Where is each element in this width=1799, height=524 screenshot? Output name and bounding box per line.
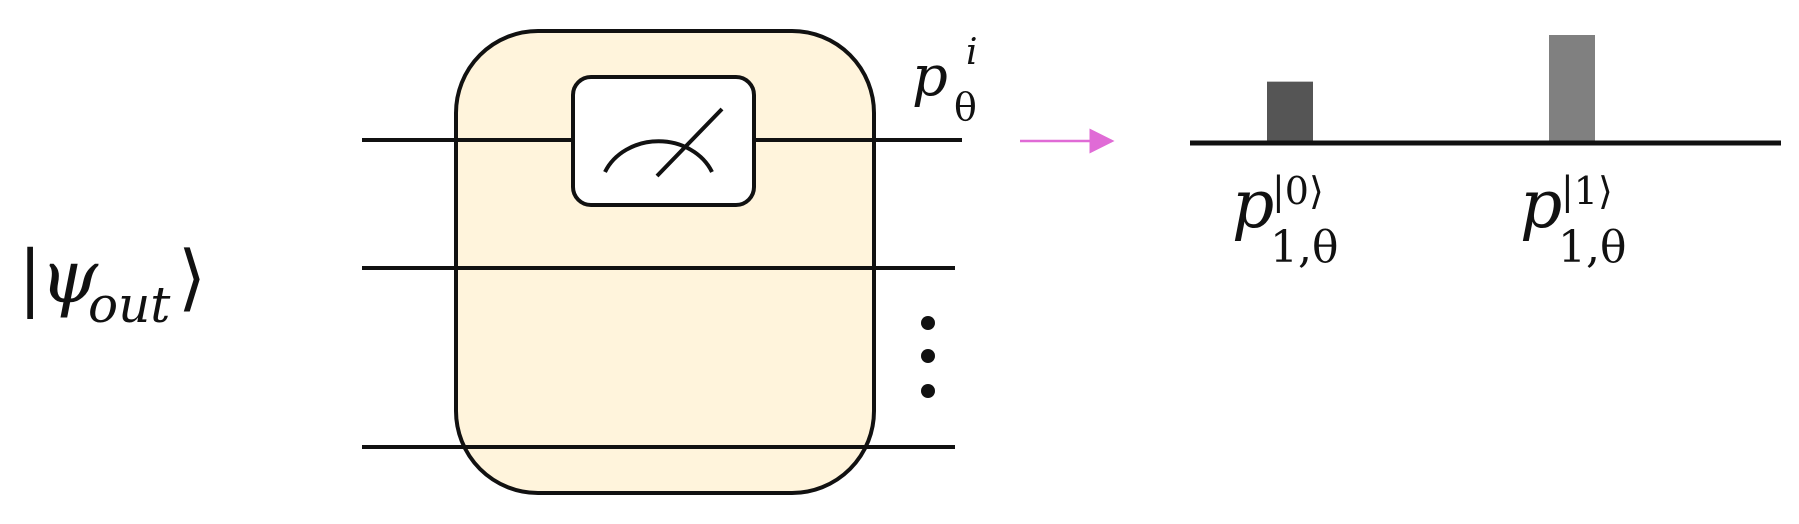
- bar-label-1-superscript: |1⟩: [1561, 169, 1613, 213]
- output-label-symbol: p: [912, 44, 948, 109]
- bar-0: [1267, 81, 1313, 141]
- measurement-meter-icon: [571, 75, 756, 207]
- output-label-subscript: θ: [954, 85, 977, 129]
- bar-label-0: p |0⟩ 1,θ: [1232, 166, 1338, 273]
- bar-label-1-symbol: p: [1520, 166, 1562, 243]
- measurement-block: [454, 29, 876, 495]
- bar-label-0-superscript: |0⟩: [1272, 169, 1324, 213]
- input-state-subscript: out: [88, 276, 171, 334]
- bar-label-1: p |1⟩ 1,θ: [1520, 166, 1626, 273]
- input-state-label: | ψ out ⟩: [18, 234, 206, 334]
- output-label-superscript: i: [966, 32, 978, 73]
- input-state-psi: ψ: [40, 234, 99, 320]
- bar-label-1-subscript: 1,θ: [1558, 222, 1626, 273]
- bar-1: [1549, 35, 1595, 141]
- probability-bar-chart: [1190, 35, 1781, 146]
- bar-label-0-subscript: 1,θ: [1270, 222, 1338, 273]
- input-state-bra: |: [18, 235, 42, 319]
- bar-label-0-symbol: p: [1232, 166, 1274, 243]
- output-probability-label: p i θ: [912, 32, 978, 129]
- input-state-ket: ⟩: [178, 235, 206, 319]
- vertical-ellipsis-icon: [921, 316, 935, 398]
